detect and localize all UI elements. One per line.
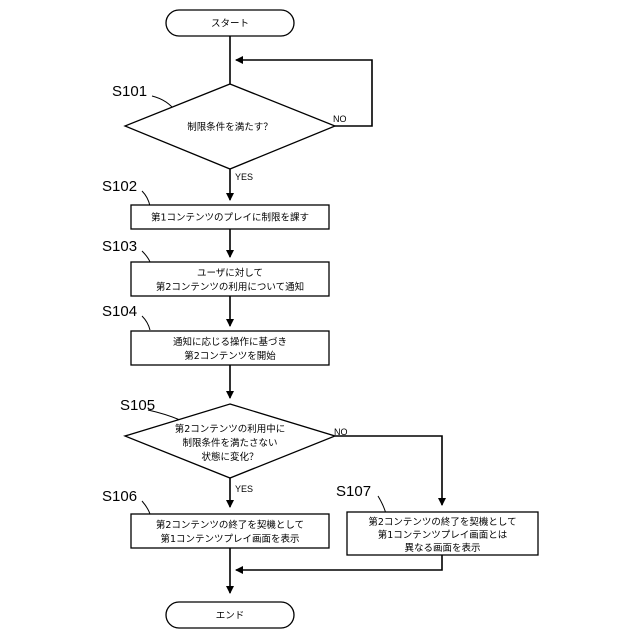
s101-yes-label: YES [235, 172, 253, 182]
process-s104: 通知に応じる操作に基づき 第2コンテンツを開始 [131, 331, 329, 365]
s107-label-line-3: 異なる画面を表示 [404, 542, 480, 554]
process-s106: 第2コンテンツの終了を契機として 第1コンテンツプレイ画面を表示 [131, 514, 329, 548]
s107-step-id: S107 [336, 483, 371, 500]
s103-step-id: S103 [102, 238, 137, 255]
s105-label-line-3: 状態に変化？ [201, 451, 258, 463]
s104-step-id: S104 [102, 303, 137, 320]
s105-label-line-2: 制限条件を満たさない [182, 437, 277, 449]
s101-step-id: S101 [112, 83, 147, 100]
start-terminal: スタート [166, 10, 294, 36]
leader-s106 [142, 501, 150, 514]
leader-s103 [142, 251, 150, 262]
decision-s101: 制限条件を満たす？ [125, 84, 335, 169]
s104-label-line-1: 通知に応じる操作に基づき [173, 336, 287, 348]
start-label: スタート [211, 19, 249, 30]
leader-s102 [142, 191, 150, 206]
s105-yes-label: YES [235, 484, 253, 494]
s101-label: 制限条件を満たす？ [187, 121, 273, 133]
process-s102: 第1コンテンツのプレイに制限を課す [131, 205, 329, 229]
connector-s107-to-merge [236, 555, 442, 570]
s105-step-id: S105 [120, 397, 155, 414]
s106-label-line-2: 第1コンテンツプレイ画面を表示 [160, 533, 299, 545]
process-s107: 第2コンテンツの終了を契機として 第1コンテンツプレイ画面とは 異なる画面を表示 [347, 512, 538, 555]
s103-label-line-2: 第2コンテンツの利用について通知 [156, 281, 304, 293]
s106-label-line-1: 第2コンテンツの終了を契機として [156, 519, 304, 531]
s106-step-id: S106 [102, 488, 137, 505]
s104-label-line-2: 第2コンテンツを開始 [184, 350, 276, 362]
end-terminal: エンド [166, 602, 294, 628]
end-label: エンド [216, 611, 245, 622]
s105-no-label: NO [334, 427, 348, 437]
s101-no-label: NO [333, 114, 347, 124]
decision-s105: 第2コンテンツの利用中に 制限条件を満たさない 状態に変化？ [125, 404, 335, 478]
s102-step-id: S102 [102, 178, 137, 195]
s107-label-line-2: 第1コンテンツプレイ画面とは [378, 529, 508, 541]
leader-s107 [378, 496, 386, 514]
leader-s104 [142, 316, 150, 330]
process-s103: ユーザに対して 第2コンテンツの利用について通知 [131, 262, 329, 296]
s103-label-line-1: ユーザに対して [197, 267, 263, 279]
s102-label: 第1コンテンツのプレイに制限を課す [151, 212, 309, 224]
s107-label-line-1: 第2コンテンツの終了を契機として [368, 516, 516, 528]
s105-label-line-1: 第2コンテンツの利用中に [175, 423, 286, 435]
